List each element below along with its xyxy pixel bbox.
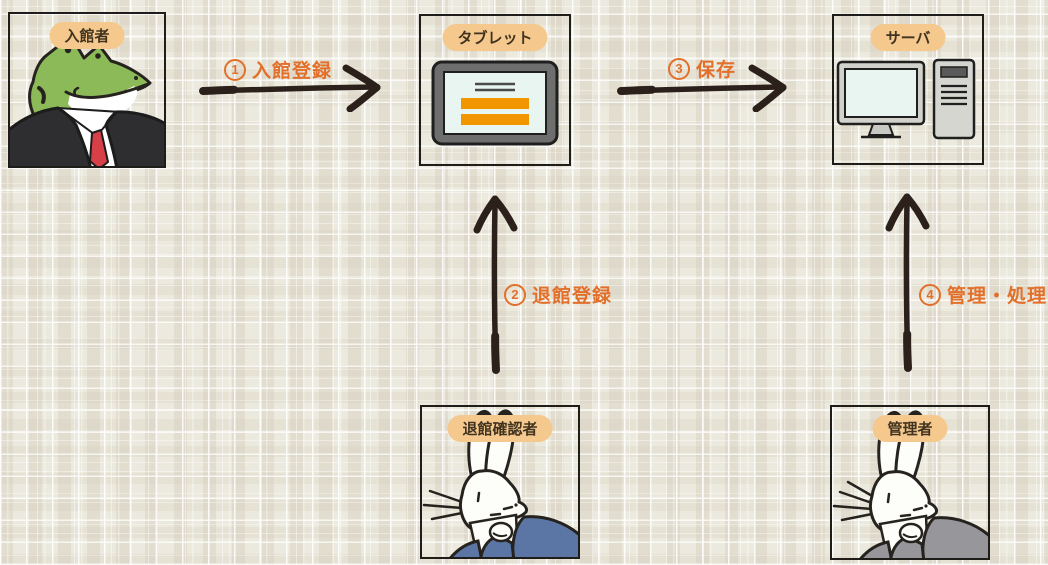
flow-arrow-right-1 (199, 64, 381, 112)
node-box-server: サーバ (832, 14, 984, 165)
desktop-computer-icon (836, 58, 976, 140)
node-box-tablet: タブレット (419, 14, 571, 166)
flow-label-text: 退館登録 (532, 286, 613, 307)
flow-label-4: 4 管理・処理 (919, 281, 1047, 308)
node-label-pill: サーバ (870, 24, 946, 51)
node-box-admin: 管理者 (830, 405, 990, 560)
flow-label-text: 保存 (696, 60, 737, 81)
node-box-visitor: 入館者 (8, 12, 166, 168)
node-label-pill: 管理者 (872, 415, 948, 442)
flow-label-1: 1 入館登録 (224, 56, 332, 83)
tablet-device-icon (431, 60, 559, 146)
step-number-badge: 2 (504, 283, 526, 306)
step-number-badge: 4 (919, 283, 941, 306)
flow-arrow-right-3 (617, 64, 787, 112)
step-number-badge: 3 (668, 57, 690, 80)
flow-label-text: 入館登録 (252, 61, 333, 82)
node-label-pill: 入館者 (49, 22, 125, 49)
flow-label-3: 3 保存 (668, 55, 736, 82)
node-box-exit-checker: 退館確認者 (420, 405, 580, 559)
node-label-pill: タブレット (442, 24, 548, 51)
node-label-pill: 退館確認者 (447, 415, 553, 442)
flow-arrow-up-2 (473, 195, 518, 374)
frog-character-illustration (10, 34, 164, 166)
flow-label-text: 管理・処理 (947, 286, 1048, 307)
flow-label-2: 2 退館登録 (504, 281, 612, 308)
step-number-badge: 1 (224, 58, 246, 81)
flow-arrow-up-4 (885, 193, 930, 372)
